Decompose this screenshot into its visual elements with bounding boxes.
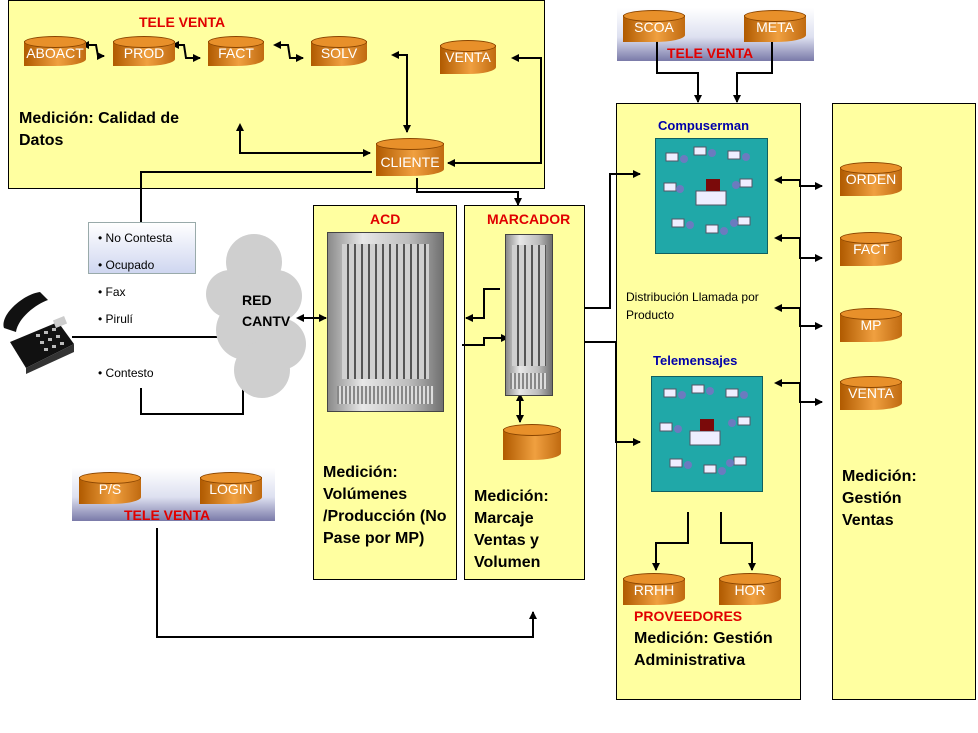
acd-measure: Medición: Volúmenes /Producción (No Pase… [323,464,447,547]
database-fact-sales: FACT [840,232,902,266]
call-result-fax: • Fax [98,285,126,299]
database-label: ABOACT [26,45,84,61]
database-fact-top: FACT [208,36,264,66]
database-solv: SOLV [311,36,367,66]
call-results-box [88,222,196,274]
distribution-label: Distribución Llamada por Producto [626,290,759,322]
suppliers-title: PROVEEDORES [634,608,743,624]
telemensajes-callcenter-icon [651,376,763,492]
database-venta-sales: VENTA [840,376,902,410]
acd-title: ACD [370,211,401,227]
database-label: SCOA [634,19,674,35]
televenta-bottom-title: TELE VENTA [124,507,211,523]
database-cliente: CLIENTE [376,138,444,176]
database-label: CLIENTE [380,154,440,170]
database-orden: ORDEN [840,162,902,196]
televenta-top-title: TELE VENTA [139,14,226,30]
marcador-title: MARCADOR [487,211,571,227]
database-scoa: SCOA [623,10,685,42]
database-label: FACT [853,241,889,257]
acd-switch-icon [327,232,444,412]
network-label: RED CANTV [242,292,291,329]
database-prod: PROD [113,36,175,66]
database-aboact: ABOACT [24,36,86,66]
database-rrhh: RRHH [623,573,685,605]
televenta-top-measure: Medición: Calidad de Datos [19,110,180,149]
database-label: MP [860,317,882,333]
database-label: HOR [734,582,766,598]
sales-measure: Medición: Gestión Ventas [842,468,917,529]
database-marcador [503,424,561,460]
database-label: PROD [123,45,165,61]
call-result-ocupado: • Ocupado [98,258,155,272]
database-label: RRHH [633,582,675,598]
database-label: META [756,19,794,35]
call-result-contesto: • Contesto [98,366,154,380]
database-label: VENTA [848,385,894,401]
database-label: P/S [98,481,122,497]
database-mp: MP [840,308,902,342]
database-label: LOGIN [209,481,253,497]
database-venta-top: VENTA [440,40,496,74]
database-meta: META [744,10,806,42]
database-label: SOLV [320,45,358,61]
database-login: LOGIN [200,472,262,504]
database-label: FACT [218,45,254,61]
telemensajes-title: Telemensajes [653,353,738,368]
database-label: ORDEN [845,171,897,187]
marcador-measure: Medición: Marcaje Ventas y Volumen [474,488,549,571]
database-ps: P/S [79,472,141,504]
compuserman-callcenter-icon [655,138,768,254]
call-result-piruli: • Pirulí [98,312,133,326]
admin-measure: Medición: Gestión Administrativa [634,630,773,669]
dialer-icon [505,234,553,396]
telephone-icon [3,292,74,374]
call-result-no-contesta: • No Contesta [98,231,173,245]
compuserman-title: Compuserman [658,118,750,133]
database-label: VENTA [445,49,491,65]
network-cloud-icon [206,234,306,398]
database-hor: HOR [719,573,781,605]
televenta-right-title: TELE VENTA [667,45,754,61]
